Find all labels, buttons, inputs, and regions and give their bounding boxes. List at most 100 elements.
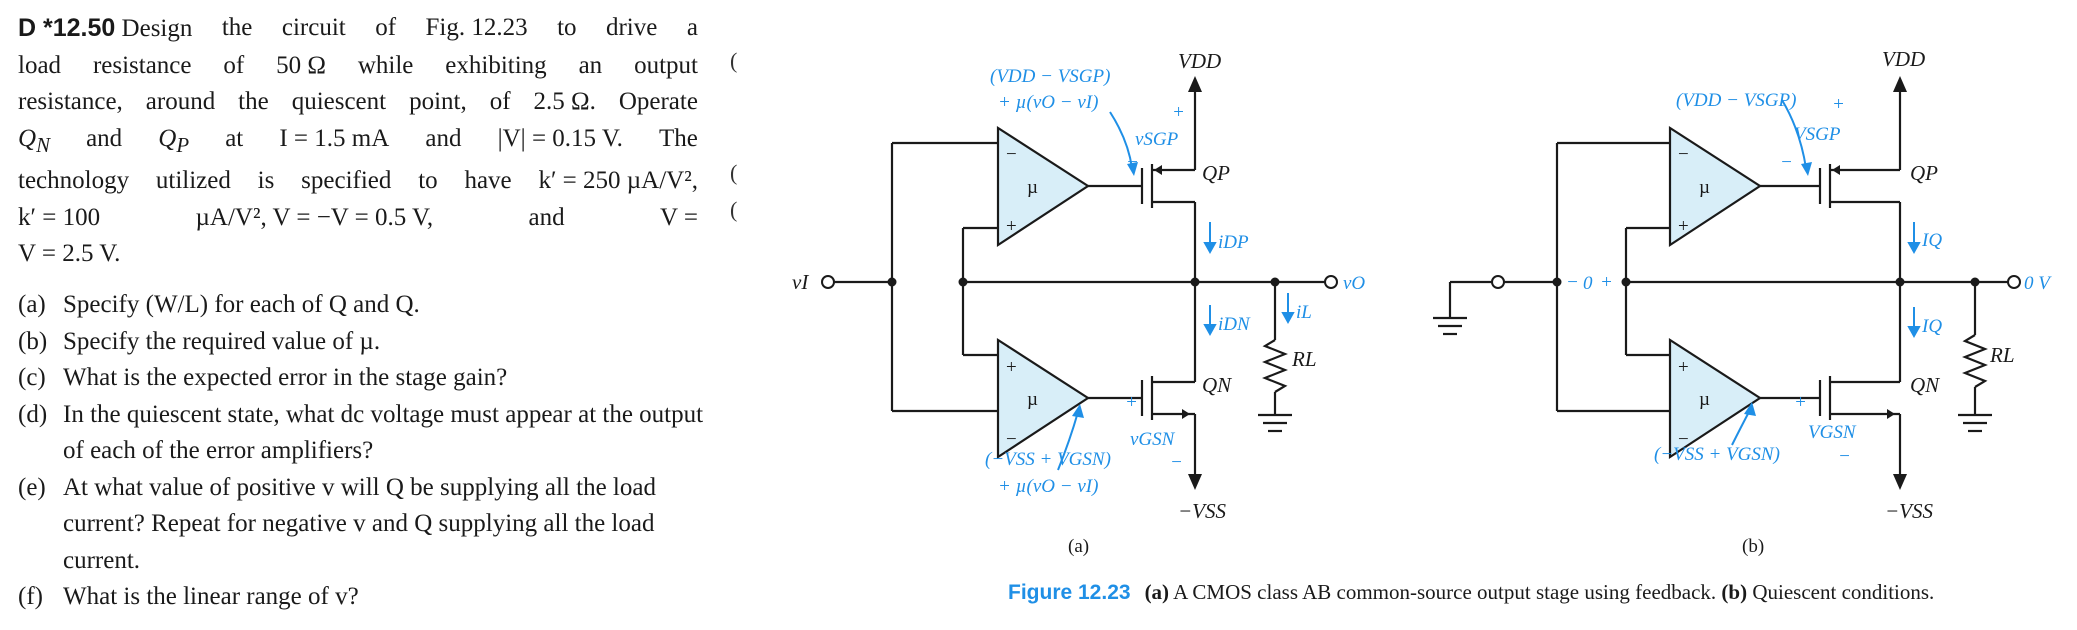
problem-line-1: D *12.50 Design the circuit of Fig. 12.2… xyxy=(18,14,698,42)
svg-text:IQ: IQ xyxy=(1921,230,1942,251)
svg-text:0: 0 xyxy=(1583,273,1593,294)
problem-label: D *12.50 xyxy=(18,14,116,42)
kn-value: k′ = 250 µA/V², xyxy=(538,167,698,194)
margin-mark: ( xyxy=(730,48,738,73)
svg-text:(VDD − VSGP): (VDD − VSGP) xyxy=(1676,90,1796,111)
svg-text:(−VSS + VGSN): (−VSS + VGSN) xyxy=(1654,444,1780,465)
svg-text:QN: QN xyxy=(1910,373,1940,397)
pmos-qp xyxy=(1818,164,1900,208)
margin-mark: ( xyxy=(730,197,738,222)
problem-line-6: k′ = 100 µA/V², V = −V = 0.5 V, and V = xyxy=(18,200,698,237)
nmos-qn xyxy=(1818,376,1900,420)
current-arrow-il xyxy=(1281,293,1295,325)
svg-text:QP: QP xyxy=(1202,161,1230,185)
svg-text:(−VSS + VGSN): (−VSS + VGSN) xyxy=(985,449,1111,470)
current-arrow-iq-bottom xyxy=(1907,307,1921,339)
svg-text:vGSN: vGSN xyxy=(1130,429,1176,450)
nmos-qn xyxy=(1140,376,1195,420)
svg-text:VDD: VDD xyxy=(1882,47,1925,71)
svg-text:QP: QP xyxy=(1910,161,1938,185)
problem-line-5: technology utilized is specified to have… xyxy=(18,163,698,200)
error-amp-top xyxy=(996,125,1091,248)
svg-text:−: − xyxy=(1126,152,1139,173)
svg-text:−: − xyxy=(1678,144,1689,165)
resistor-rl xyxy=(1962,334,1988,388)
svg-text:µ: µ xyxy=(1027,177,1038,198)
svg-text:+: + xyxy=(1006,216,1017,237)
kp-value: k′ = 100 xyxy=(18,203,101,231)
svg-text:µ: µ xyxy=(1699,177,1710,198)
svg-text:iDP: iDP xyxy=(1218,232,1249,253)
svg-text:iL: iL xyxy=(1296,302,1312,323)
svg-text:+: + xyxy=(1125,392,1138,413)
supply-value: V = 2.5 V. xyxy=(18,240,121,267)
svg-text:QN: QN xyxy=(1202,373,1232,397)
svg-text:vO: vO xyxy=(1343,273,1365,294)
output-terminal xyxy=(1324,275,1338,289)
part-a: (a)Specify (W/L) for each of Q and Q. xyxy=(18,291,420,318)
svg-text:+: + xyxy=(1678,357,1689,378)
svg-text:−: − xyxy=(1006,144,1017,165)
svg-text:(b): (b) xyxy=(1742,536,1764,557)
ground-icon xyxy=(1433,316,1467,336)
svg-text:−: − xyxy=(1170,452,1183,473)
svg-text:VGSN: VGSN xyxy=(1808,422,1857,443)
vdd-arrow xyxy=(1893,76,1907,92)
part-b: (b)Specify the required value of µ. xyxy=(18,327,381,355)
svg-text:−VSS: −VSS xyxy=(1885,499,1933,523)
svg-text:−: − xyxy=(1780,152,1793,173)
svg-text:−VSS: −VSS xyxy=(1178,499,1226,523)
input-terminal xyxy=(1491,275,1505,289)
input-terminal xyxy=(821,275,835,289)
part-c: (c)What is the expected error in the sta… xyxy=(18,364,508,391)
svg-text:+: + xyxy=(1832,94,1845,115)
svg-text:+ µ(vO − vI): + µ(vO − vI) xyxy=(998,92,1098,113)
svg-text:vI: vI xyxy=(792,270,809,294)
figure-a-schematic: − + µ + − µ xyxy=(792,49,1365,557)
output-terminal xyxy=(2007,275,2021,289)
ground-icon xyxy=(1958,413,1992,433)
vov-value: |V| = 0.15 V. xyxy=(497,124,623,152)
ground-icon xyxy=(1258,413,1292,433)
pmos-qp xyxy=(1140,164,1195,208)
svg-text:0 V: 0 V xyxy=(2024,273,2052,294)
svg-text:µ: µ xyxy=(1027,389,1038,410)
svg-text:+: + xyxy=(1172,102,1185,123)
vss-arrow xyxy=(1188,474,1202,490)
vdd-arrow xyxy=(1188,76,1202,92)
part-e: (e)At what value of positive v will Q be… xyxy=(18,473,656,574)
current-arrow-idp xyxy=(1203,222,1217,255)
svg-text:(a): (a) xyxy=(1068,536,1089,557)
error-amp-bottom xyxy=(1668,337,1763,460)
part-f: (f)What is the linear range of v? xyxy=(18,583,359,610)
vt-values: µA/V², V = −V = 0.5 V, xyxy=(195,203,434,231)
callout-arrow xyxy=(1781,99,1807,169)
part-d: (d)In the quiescent state, what dc volta… xyxy=(18,400,704,465)
problem-line-3: resistance, around the quiescent point, … xyxy=(18,88,698,115)
svg-text:iDN: iDN xyxy=(1218,314,1251,335)
svg-text:µ: µ xyxy=(1699,389,1710,410)
problem-statement: D *12.50 Design the circuit of Fig. 12.2… xyxy=(18,10,698,273)
figure-caption: Figure 12.23(a) A CMOS class AB common-s… xyxy=(1008,580,1935,604)
current-arrow-idn xyxy=(1203,305,1217,337)
svg-text:−: − xyxy=(1006,429,1017,450)
svg-text:+: + xyxy=(1794,392,1807,413)
svg-text:+: + xyxy=(1006,357,1017,378)
margin-mark: ( xyxy=(730,160,738,185)
iq-value: I = 1.5 mA xyxy=(279,124,390,152)
svg-text:RL: RL xyxy=(1291,347,1317,371)
svg-text:(VDD − VSGP): (VDD − VSGP) xyxy=(990,66,1110,87)
problem-line-7: V = 2.5 V. xyxy=(18,236,698,273)
vss-arrow xyxy=(1893,474,1907,490)
svg-text:−: − xyxy=(1678,429,1689,450)
svg-text:+: + xyxy=(1678,216,1689,237)
svg-text:VSGP: VSGP xyxy=(1794,124,1841,145)
svg-text:RL: RL xyxy=(1989,343,2015,367)
svg-text:IQ: IQ xyxy=(1921,316,1942,337)
error-amp-top xyxy=(1668,125,1763,248)
svg-text:vSGP: vSGP xyxy=(1135,129,1179,150)
svg-text:+: + xyxy=(1600,272,1613,293)
current-arrow-iq-top xyxy=(1907,222,1921,255)
svg-text:−: − xyxy=(1838,446,1851,467)
problem-line-2: load resistance of 50 Ω while exhibiting… xyxy=(18,51,698,79)
